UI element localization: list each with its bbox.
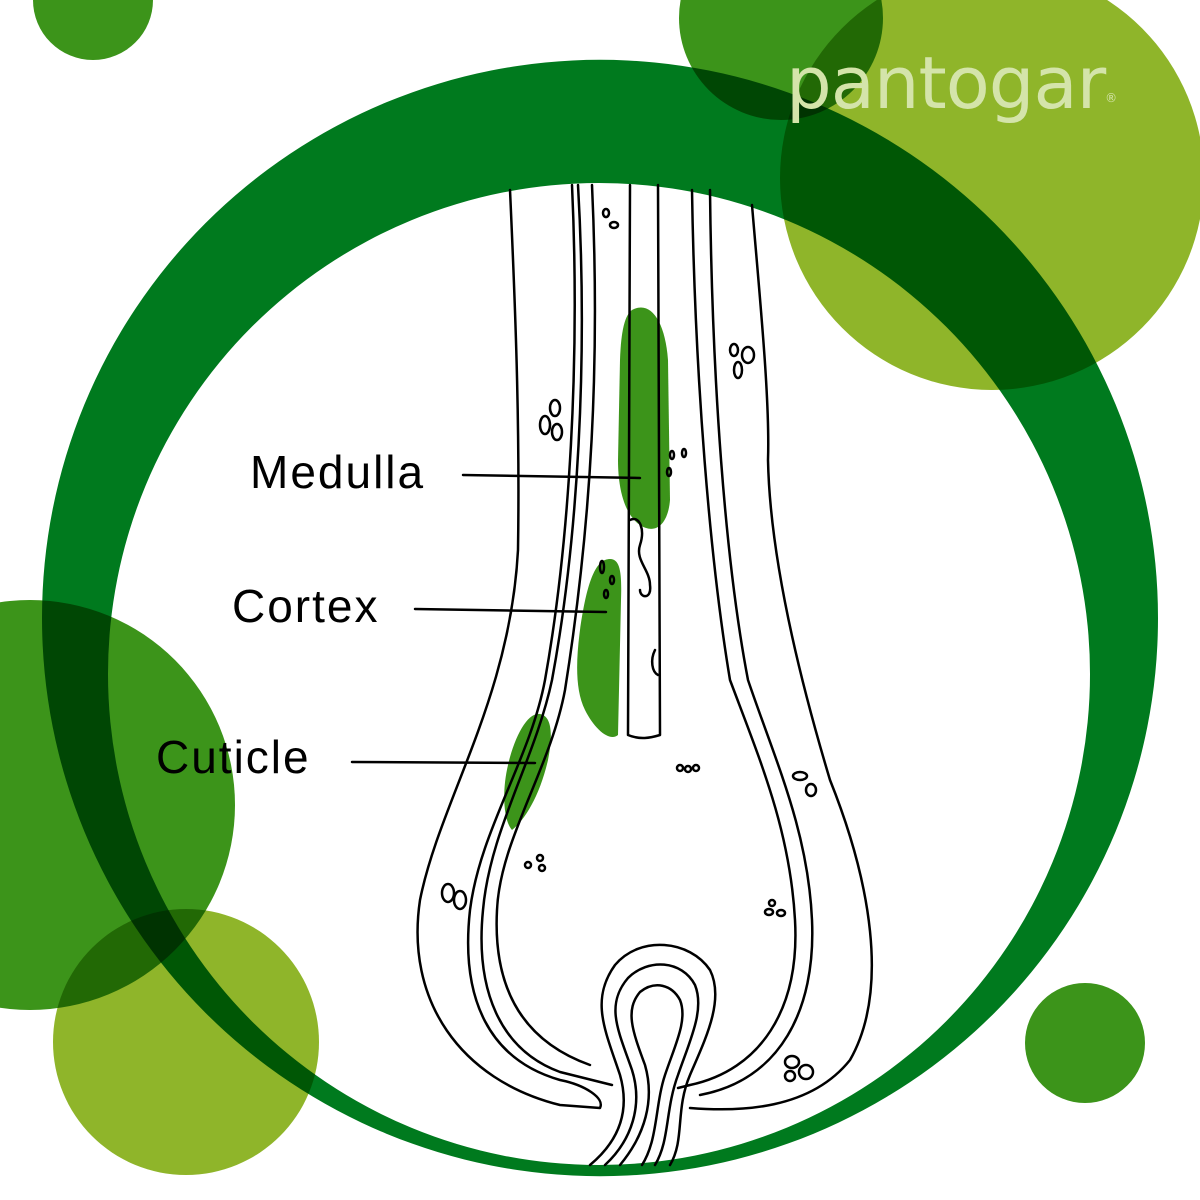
svg-text:Cuticle: Cuticle — [156, 731, 311, 783]
decor-circle-bottom-right — [1025, 983, 1145, 1103]
highlight-regions — [504, 307, 670, 830]
decor-circle-left — [0, 600, 235, 1010]
granules — [440, 207, 818, 1083]
decor-circle-top-left — [33, 0, 153, 60]
label-medulla: Medulla — [250, 446, 642, 498]
follicle-outline — [416, 183, 874, 1167]
brand-logo: pantogar® — [786, 41, 1116, 125]
decor-circle-light-top-right — [780, 0, 1200, 390]
decor-circle-light-bottom-left — [53, 909, 319, 1175]
decor-circle-dark-top — [679, 0, 883, 120]
label-cortex: Cortex — [232, 580, 608, 632]
svg-text:Cortex: Cortex — [232, 580, 379, 632]
medulla-highlight — [618, 307, 670, 529]
cuticle-highlight — [504, 713, 551, 830]
cortex-highlight — [577, 559, 622, 738]
label-cuticle: Cuticle — [156, 731, 537, 783]
svg-text:Medulla: Medulla — [250, 446, 425, 498]
